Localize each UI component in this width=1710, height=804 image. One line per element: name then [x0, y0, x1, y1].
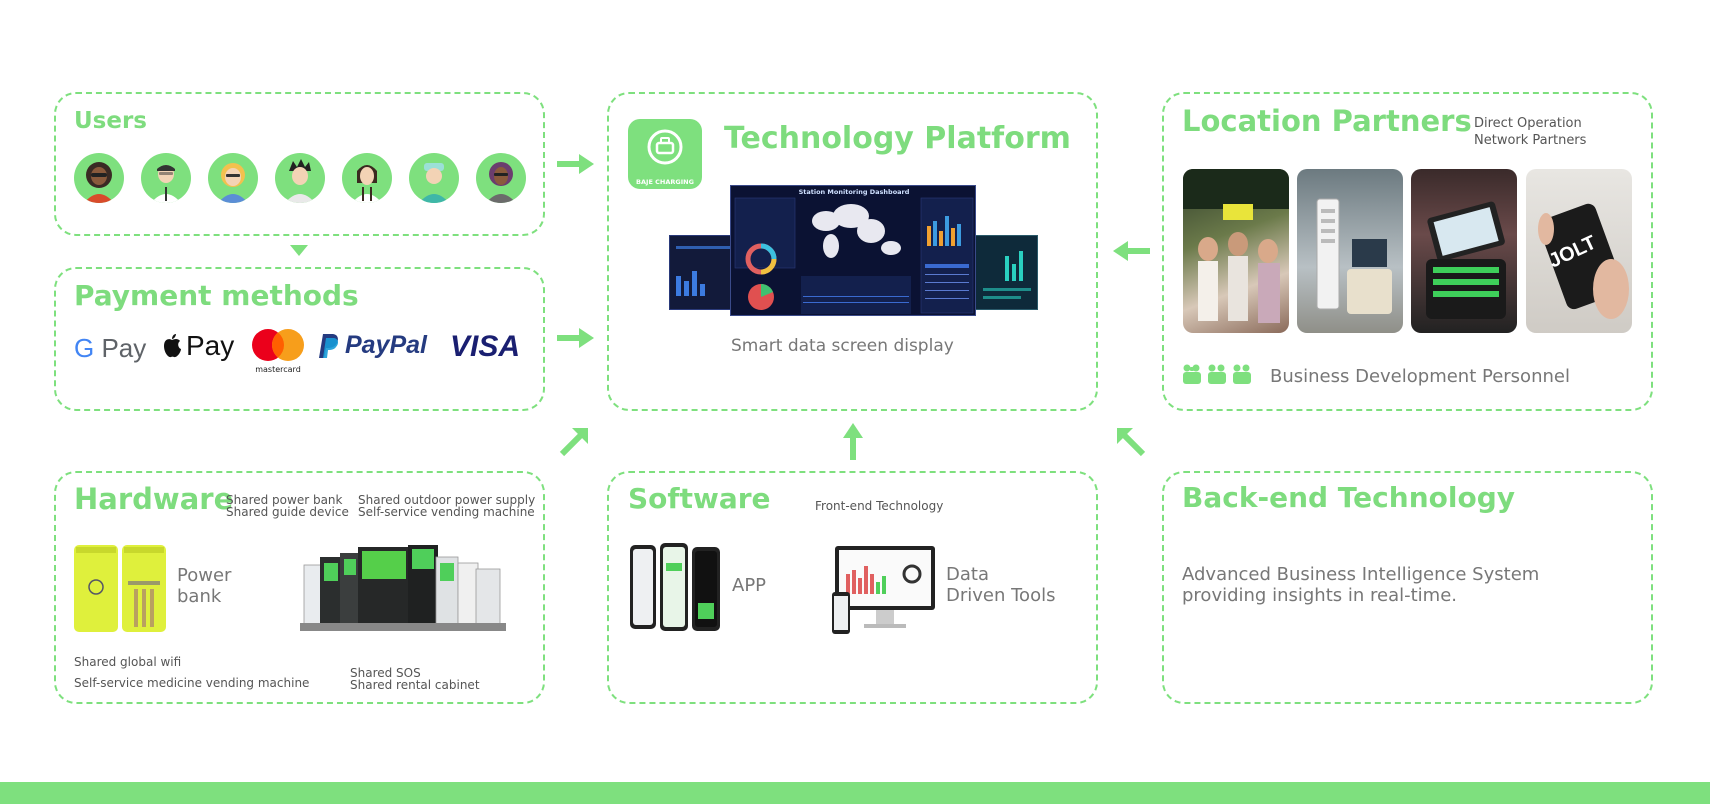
software-panel: [607, 471, 1098, 704]
user-avatar: [476, 153, 526, 203]
mastercard-logo: mastercard: [250, 328, 306, 374]
location-tag-network: Network Partners: [1474, 133, 1587, 148]
user-avatar: [275, 153, 325, 203]
data-tools-line2: Driven Tools: [946, 585, 1056, 606]
software-app-label: APP: [732, 575, 767, 596]
hardware-tag-outdoor: Shared outdoor power supply: [358, 493, 536, 507]
main-screen: Station Monitoring Dashboard: [730, 185, 976, 316]
payment-title: Payment methods: [74, 279, 359, 312]
side-screen-right: [974, 235, 1038, 310]
hardware-tag-vending: Self-service vending machine: [358, 505, 535, 519]
user-avatar: [74, 153, 124, 203]
arrow-right-icon: [557, 154, 594, 174]
hardware-foot-cabinet: Shared rental cabinet: [350, 678, 480, 692]
personnel-icons: [1183, 363, 1253, 385]
powerbank-label-line1: Power: [177, 565, 232, 586]
software-title: Software: [628, 482, 771, 515]
arrow-up-left-icon: [1117, 428, 1146, 457]
backend-desc-line1: Advanced Business Intelligence System: [1182, 564, 1540, 585]
hardware-tag-guide: Shared guide device: [226, 505, 349, 519]
apple-icon: [164, 334, 181, 358]
arrow-right-icon: [557, 328, 594, 348]
user-avatar: [342, 153, 392, 203]
gpay-logo: G Pay: [74, 333, 147, 363]
tech-title: Technology Platform: [724, 121, 1071, 156]
backend-panel: [1162, 471, 1653, 704]
data-tools-image: [832, 544, 938, 636]
arrow-up-right-icon: [559, 428, 588, 457]
location-tag-direct: Direct Operation: [1474, 116, 1582, 131]
backend-title: Back-end Technology: [1182, 481, 1515, 514]
data-tools-line1: Data: [946, 564, 989, 585]
arrow-left-icon: [1113, 241, 1150, 261]
software-tag-frontend: Front-end Technology: [815, 499, 944, 513]
powerbank-label-line2: bank: [177, 586, 222, 607]
hardware-tag-powerbank: Shared power bank: [226, 493, 343, 507]
photo-kiosk: [1297, 169, 1403, 333]
gpay-text: Pay: [94, 333, 147, 363]
photo-tablet-station: [1411, 169, 1517, 333]
powerbank-image: [74, 545, 168, 633]
hardware-foot-medicine: Self-service medicine vending machine: [74, 676, 310, 690]
down-triangle-icon: [290, 245, 308, 256]
personnel-label: Business Development Personnel: [1270, 366, 1570, 387]
hardware-foot-sos: Shared SOS: [350, 666, 421, 680]
visa-logo: VISA: [450, 330, 521, 363]
tech-platform-panel: [607, 92, 1098, 411]
footer-bar: [0, 782, 1710, 804]
users-panel: [54, 92, 545, 236]
applepay-logo: Pay: [161, 330, 234, 362]
photo-jolt-powerbank: JOLT: [1526, 169, 1632, 333]
user-avatar: [141, 153, 191, 203]
users-title: Users: [74, 108, 147, 134]
charging-logo-icon: [647, 129, 683, 165]
user-avatar: [409, 153, 459, 203]
payment-panel: [54, 267, 545, 411]
arrow-up-icon: [843, 423, 863, 460]
hardware-foot-wifi: Shared global wifi: [74, 655, 182, 669]
location-title: Location Partners: [1182, 104, 1472, 138]
baje-logo: BAJE CHARGING: [628, 119, 702, 189]
side-screen-left: [669, 235, 735, 310]
location-panel: [1162, 92, 1653, 411]
user-avatar: [208, 153, 258, 203]
hardware-panel: [54, 471, 545, 704]
tech-caption: Smart data screen display: [731, 336, 954, 356]
photo-festival: [1183, 169, 1289, 333]
backend-desc-line2: providing insights in real-time.: [1182, 585, 1457, 606]
phones-image: [628, 543, 723, 633]
paypal-icon: [319, 333, 339, 358]
paypal-logo: PayPal: [317, 331, 427, 360]
vending-machines-image: [300, 543, 506, 633]
hardware-title: Hardware: [74, 482, 234, 516]
